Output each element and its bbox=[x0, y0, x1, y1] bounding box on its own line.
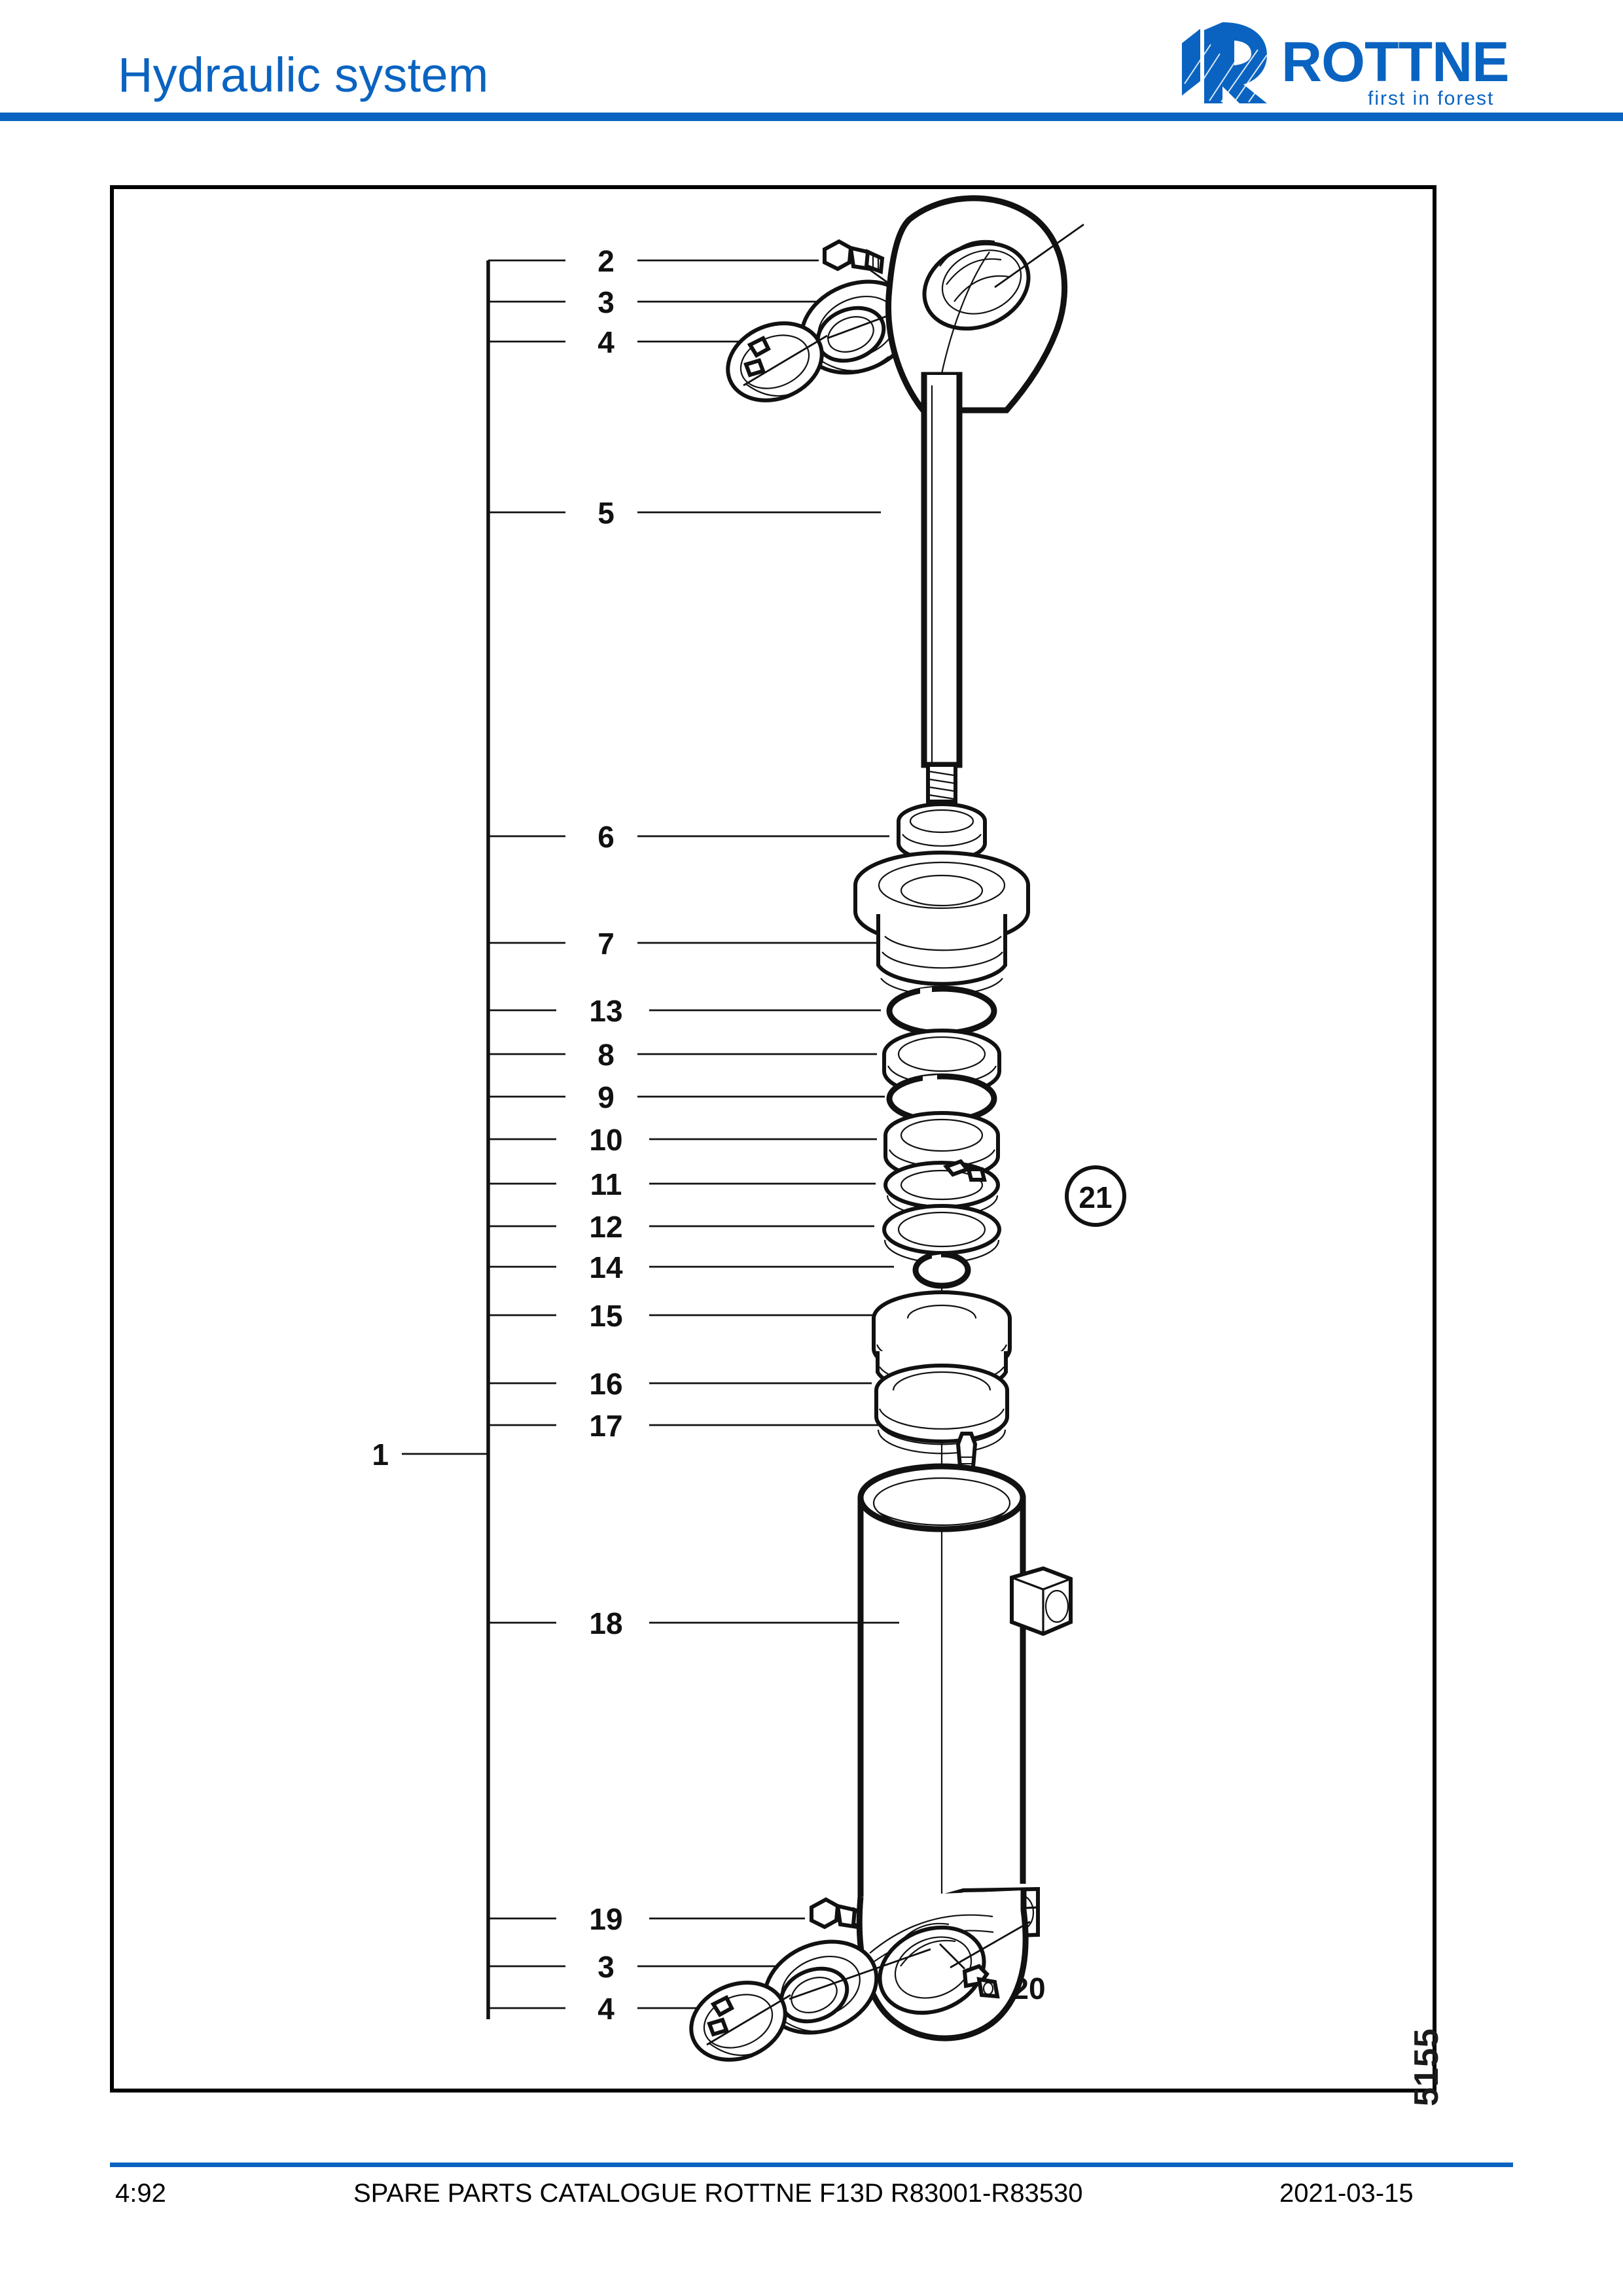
svg-text:3: 3 bbox=[597, 285, 615, 319]
svg-text:21: 21 bbox=[1079, 1180, 1112, 1214]
rottne-r-mark bbox=[1182, 22, 1268, 103]
footer-divider-rule bbox=[110, 2163, 1513, 2167]
page-title: Hydraulic system bbox=[118, 48, 489, 102]
callout-17: 17 bbox=[488, 1409, 938, 1443]
svg-text:5: 5 bbox=[597, 496, 615, 530]
seal-kit-badge-21: 21 bbox=[1065, 1165, 1126, 1227]
svg-text:14: 14 bbox=[589, 1250, 623, 1284]
callout-group: 2 3 4 5 bbox=[488, 244, 938, 2026]
part-4-retaining-ring-lower bbox=[689, 1981, 791, 2062]
part-4-retaining-ring-upper bbox=[726, 321, 828, 402]
callout-12: 12 bbox=[488, 1210, 874, 1244]
part-20-loose-fitting bbox=[939, 1943, 1000, 1999]
callout-19: 19 bbox=[488, 1902, 805, 1936]
svg-text:15: 15 bbox=[589, 1299, 622, 1333]
assembly-bracket-1: 1 bbox=[372, 260, 490, 2019]
exploded-diagram-frame: .ln { fill:none; stroke:#111; stroke-wid… bbox=[110, 185, 1446, 2106]
svg-text:16: 16 bbox=[589, 1367, 622, 1401]
footer-page-number: 4:92 bbox=[115, 2179, 166, 2208]
page-header: Hydraulic system bbox=[0, 0, 1623, 124]
svg-text:8: 8 bbox=[597, 1038, 615, 1072]
callout-5: 5 bbox=[488, 496, 881, 530]
rottne-wordmark: ROTTNE bbox=[1281, 31, 1509, 94]
callout-16: 16 bbox=[488, 1367, 872, 1401]
callout-14: 14 bbox=[488, 1250, 894, 1284]
rottne-tagline: first in forest bbox=[1368, 88, 1494, 109]
part-10-bearing-band bbox=[883, 1111, 1000, 1180]
drawing-number: 5155 bbox=[1408, 2028, 1446, 2106]
svg-text:6: 6 bbox=[597, 820, 615, 854]
svg-text:9: 9 bbox=[597, 1080, 615, 1114]
part-14-small-o-ring bbox=[912, 1251, 971, 1289]
part-3-spherical-bearing-lower bbox=[762, 1939, 931, 2035]
callout-3-upper: 3 bbox=[488, 285, 821, 319]
svg-text:4: 4 bbox=[597, 325, 615, 359]
part-18-cylinder-tube bbox=[857, 1463, 1073, 1897]
part-5-piston-rod bbox=[885, 195, 1084, 1935]
callout-18: 18 bbox=[488, 1606, 899, 1640]
svg-text:19: 19 bbox=[589, 1902, 622, 1936]
callout-2: 2 bbox=[488, 244, 819, 278]
rottne-logo: ROTTNE first in forest bbox=[1171, 18, 1564, 110]
svg-text:12: 12 bbox=[589, 1210, 622, 1244]
callout-3-lower: 3 bbox=[488, 1950, 805, 1984]
svg-text:7: 7 bbox=[597, 927, 615, 961]
svg-text:18: 18 bbox=[589, 1606, 622, 1640]
svg-text:11: 11 bbox=[590, 1167, 622, 1201]
callout-6: 6 bbox=[488, 820, 889, 854]
callout-7: 7 bbox=[488, 927, 883, 961]
part-9-backup-ring bbox=[886, 1073, 997, 1124]
part-16-piston-seal-stack bbox=[874, 1364, 1009, 1455]
callout-10: 10 bbox=[488, 1123, 877, 1157]
callout-9: 9 bbox=[488, 1080, 885, 1114]
part-11-circlip bbox=[883, 1159, 1000, 1218]
part-2-grease-nipple bbox=[823, 239, 908, 298]
svg-text:10: 10 bbox=[589, 1123, 622, 1157]
svg-text:4: 4 bbox=[597, 1992, 615, 2026]
part-6-guide-ring bbox=[897, 802, 987, 862]
svg-text:13: 13 bbox=[589, 994, 622, 1028]
part-13-o-ring bbox=[886, 985, 997, 1036]
header-divider-rule bbox=[0, 113, 1623, 121]
exploded-parts-drawing: .ln { fill:none; stroke:#111; stroke-wid… bbox=[372, 195, 1126, 2062]
svg-text:2: 2 bbox=[597, 244, 615, 278]
callout-15: 15 bbox=[488, 1299, 873, 1333]
callout-label-1: 1 bbox=[372, 1438, 389, 1472]
callout-11: 11 bbox=[488, 1167, 876, 1201]
part-7-gland-head bbox=[853, 851, 1030, 996]
footer-date: 2021-03-15 bbox=[1279, 2179, 1414, 2208]
svg-text:3: 3 bbox=[597, 1950, 615, 1984]
cylinder-bottom-eye bbox=[856, 1886, 1040, 2041]
callout-13: 13 bbox=[488, 994, 881, 1028]
page-footer: 4:92 SPARE PARTS CATALOGUE ROTTNE F13D R… bbox=[0, 2179, 1623, 2225]
svg-text:17: 17 bbox=[589, 1409, 622, 1443]
callout-4-upper: 4 bbox=[488, 325, 770, 359]
footer-catalogue-title: SPARE PARTS CATALOGUE ROTTNE F13D R83001… bbox=[353, 2179, 1083, 2208]
callout-8: 8 bbox=[488, 1038, 877, 1072]
